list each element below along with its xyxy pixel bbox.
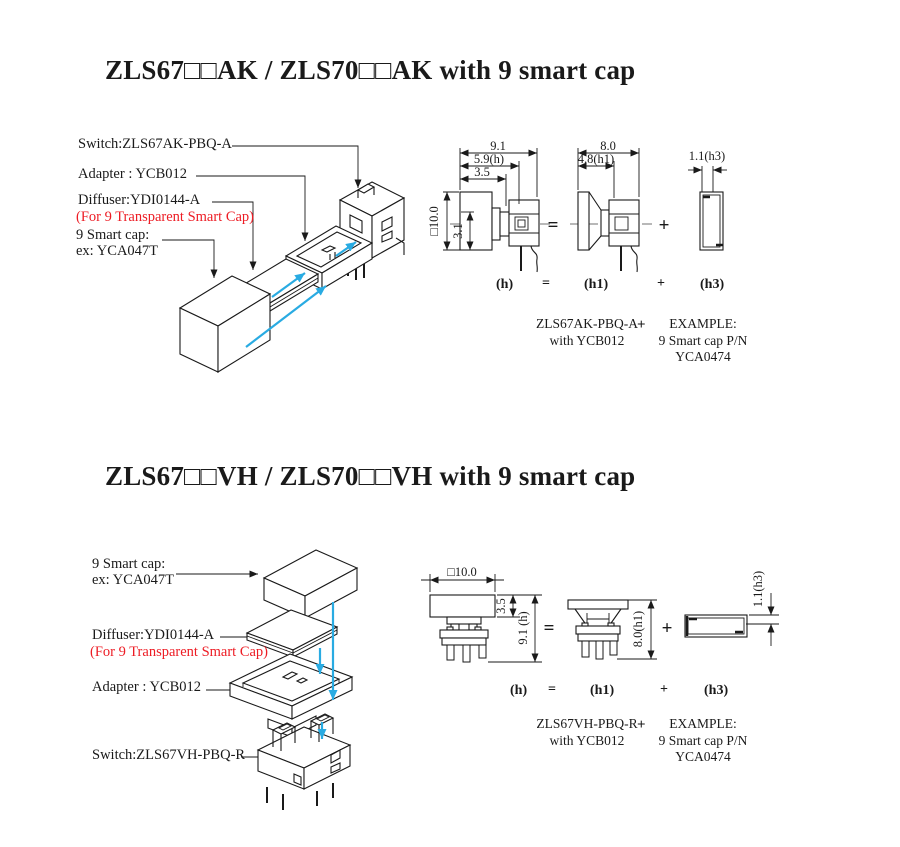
ak-drawing-h: 9.1 5.9(h) 3.5 □10.0 3.1 — [427, 139, 552, 273]
vh-diffuser-3d — [245, 609, 339, 658]
vh-label-smart-cap-1: 9 Smart cap: — [92, 556, 166, 572]
dim-8-0h1: 8.0(h1) — [631, 611, 645, 647]
ak-caption-right-line1: EXAMPLE: — [669, 316, 737, 331]
dim-1-1h3: 1.1(h3) — [751, 571, 765, 607]
dim-9-1h: 9.1 (h) — [516, 611, 530, 644]
vh-title: ZLS67□□VH / ZLS70□□VH with 9 smart cap — [105, 461, 636, 491]
ak-caption-right-line2: 9 Smart cap P/N — [658, 332, 748, 348]
dim-1-1h3: 1.1(h3) — [689, 149, 725, 163]
vh-exploded-view — [176, 549, 359, 810]
dim-3-5: 3.5 — [494, 598, 508, 614]
vh-caption-plus: + — [637, 717, 646, 733]
ak-formula-eq: = — [542, 276, 550, 291]
vh-drawing-h1: 8.0(h1) — [567, 599, 657, 660]
ak-caption-left-line1: ZLS67AK-PBQ-A — [535, 316, 638, 331]
equals-sign: = — [548, 215, 559, 236]
vh-smart-cap-3d — [262, 549, 359, 619]
ak-caption-right: EXAMPLE: 9 Smart cap P/N YCA0474 — [650, 316, 756, 366]
ak-leader-lines — [162, 145, 362, 278]
vh-caption-left: ZLS67VH-PBQ-R with YCB012 — [532, 716, 642, 749]
vh-assembly-arrows — [315, 602, 338, 739]
vh-formula-h3: (h3) — [704, 683, 729, 698]
vh-caption-right: EXAMPLE: 9 Smart cap P/N YCA0474 — [650, 716, 756, 766]
dim-3-5: 3.5 — [474, 165, 490, 179]
dim-9-1: 9.1 — [490, 139, 506, 153]
dim-3-1: 3.1 — [451, 223, 465, 239]
ak-smart-cap-3d — [178, 275, 272, 373]
vh-switch-3d — [256, 713, 352, 810]
vh-dimension-drawings: □10.0 3.5 9.1 (h) = — [421, 565, 779, 663]
vh-formula-h1: (h1) — [590, 683, 615, 698]
ak-label-diffuser-note: (For 9 Transparent Smart Cap) — [76, 209, 255, 225]
ak-label-adapter: Adapter : YCB012 — [78, 166, 188, 182]
vh-label-diffuser: Diffuser:YDI0144-A — [92, 627, 215, 643]
dim-square-10: □10.0 — [447, 565, 476, 579]
plus-sign: + — [662, 618, 673, 639]
vh-label-adapter: Adapter : YCB012 — [92, 679, 202, 695]
ak-caption-plus: + — [637, 317, 646, 333]
vh-caption-left-line2: with YCB012 — [549, 732, 625, 748]
vh-formula-h: (h) — [510, 683, 528, 698]
ak-exploded-view — [162, 145, 406, 373]
ak-label-diffuser: Diffuser:YDI0144-A — [78, 192, 201, 208]
vh-drawing-h3: 1.1(h3) — [684, 571, 779, 646]
vh-label-smart-cap-2: ex: YCA047T — [92, 572, 175, 588]
ak-drawing-h1: 8.0 4.8(h1) — [570, 139, 652, 273]
ak-formula-h3: (h3) — [700, 277, 725, 292]
dim-4-8h1: 4.8(h1) — [578, 152, 614, 166]
vh-caption-right-line2: 9 Smart cap P/N — [658, 732, 748, 748]
ak-drawing-h3: 1.1(h3) — [688, 149, 727, 251]
ak-caption-left: ZLS67AK-PBQ-A with YCB012 — [532, 316, 642, 349]
ak-assembly-arrows — [245, 241, 357, 348]
vh-caption-right-line1: EXAMPLE: — [669, 716, 737, 731]
vh-label-switch: Switch:ZLS67VH-PBQ-R — [92, 747, 246, 763]
dim-5-9h: 5.9(h) — [474, 152, 504, 166]
ak-formula-h1: (h1) — [584, 277, 609, 292]
ak-dimension-drawings: 9.1 5.9(h) 3.5 □10.0 3.1 = — [427, 139, 727, 273]
vh-caption-left-line1: ZLS67VH-PBQ-R — [536, 716, 638, 731]
plus-sign: + — [659, 215, 670, 236]
dim-square-10: □10.0 — [427, 206, 441, 235]
ak-caption-left-line2: with YCB012 — [549, 332, 625, 348]
ak-formula-h: (h) — [496, 277, 514, 292]
dim-8-0: 8.0 — [600, 139, 616, 153]
vh-label-diffuser-note: (For 9 Transparent Smart Cap) — [90, 644, 269, 660]
vh-caption-right-line3: YCA0474 — [675, 749, 731, 764]
ak-title: ZLS67□□AK / ZLS70□□AK with 9 smart cap — [105, 55, 636, 85]
ak-formula-plus: + — [657, 276, 665, 291]
equals-sign: = — [544, 618, 555, 639]
vh-leader-lines — [176, 570, 272, 761]
ak-caption-right-line3: YCA0474 — [675, 349, 731, 364]
vh-formula-plus: + — [660, 682, 668, 697]
vh-formula-eq: = — [548, 682, 556, 697]
ak-label-smart-cap-1: 9 Smart cap: — [76, 227, 150, 243]
vh-drawing-h: □10.0 3.5 9.1 (h) — [421, 565, 542, 663]
ak-label-smart-cap-2: ex: YCA047T — [76, 243, 159, 259]
ak-label-switch: Switch:ZLS67AK-PBQ-A — [78, 136, 232, 152]
